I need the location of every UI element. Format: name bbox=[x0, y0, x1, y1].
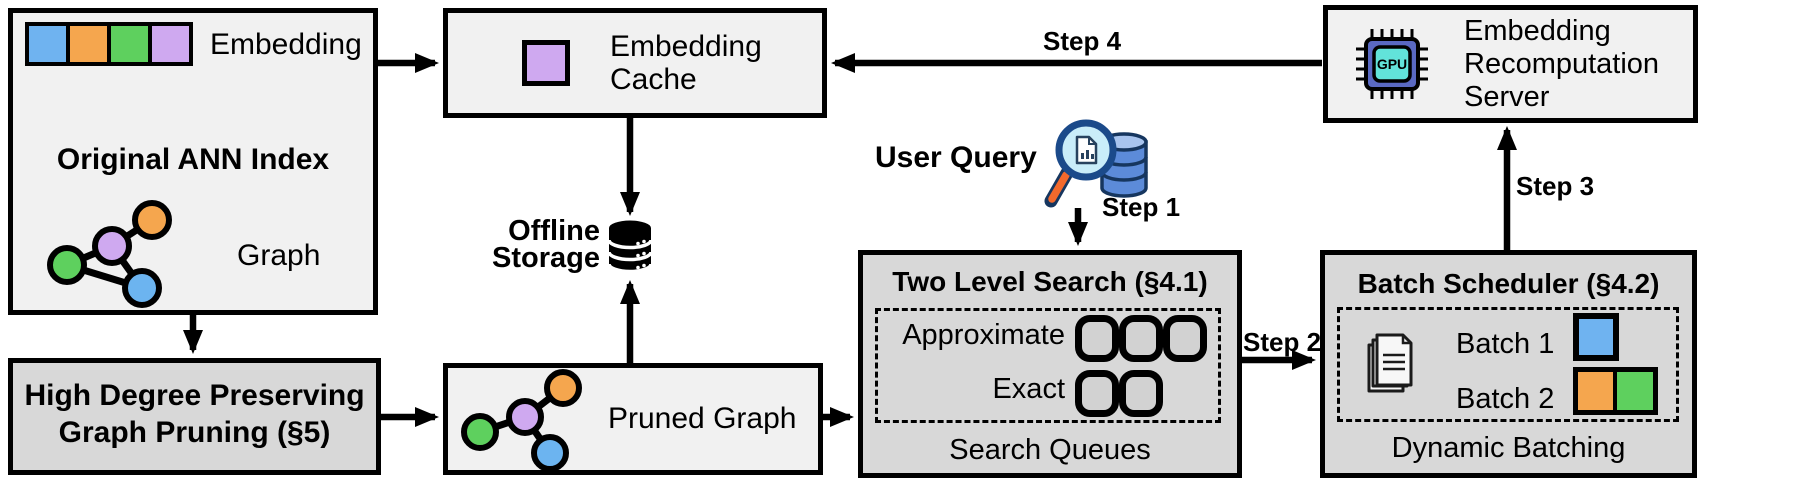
documents-icon bbox=[1367, 333, 1413, 393]
dynamic-batching-caption: Dynamic Batching bbox=[1391, 432, 1626, 464]
embedding-cell-green bbox=[111, 26, 148, 62]
queue-slot-icon bbox=[1163, 315, 1207, 362]
original-ann-index-title: Original ANN Index bbox=[56, 143, 330, 176]
queue-slot-icon bbox=[1075, 370, 1119, 417]
batch1-embedding-icon bbox=[1573, 313, 1619, 361]
batch-scheduler-box: Batch Scheduler (§4.2) Batch 1 Batch 2 D… bbox=[1320, 250, 1697, 478]
pruning-title-line2: Graph Pruning (§5) bbox=[58, 416, 331, 449]
two-level-search-title: Two Level Search (§4.1) bbox=[892, 266, 1208, 297]
step2-label: Step 2 bbox=[1243, 327, 1322, 357]
embedding-cache-box: Embedding Cache bbox=[443, 8, 827, 118]
embedding-cache-line1: Embedding bbox=[610, 30, 762, 63]
pruned-graph-icon bbox=[461, 369, 582, 472]
database-icon bbox=[607, 220, 653, 274]
exact-label: Exact bbox=[992, 373, 1065, 405]
queue-slot-icon bbox=[1119, 315, 1163, 362]
approximate-label: Approximate bbox=[902, 319, 1065, 351]
server-line2: Recomputation bbox=[1464, 47, 1660, 80]
batch1-label: Batch 1 bbox=[1456, 328, 1555, 360]
dynamic-batching-dashed-area bbox=[1337, 307, 1679, 422]
offline-storage-line1: Offline bbox=[508, 215, 600, 247]
pruned-graph-box: Pruned Graph bbox=[443, 363, 823, 475]
batch-scheduler-title: Batch Scheduler (§4.2) bbox=[1357, 268, 1660, 299]
queue-slot-icon bbox=[1119, 370, 1163, 417]
embedding-vector-icon bbox=[25, 22, 193, 66]
original-ann-index-box: Embedding Original ANN Index Graph bbox=[8, 8, 378, 315]
two-level-search-box: Two Level Search (§4.1) Approximate Exac… bbox=[858, 250, 1242, 478]
gpu-chip-icon: GPU bbox=[1356, 29, 1428, 99]
user-query-icon bbox=[1044, 119, 1148, 208]
graph-label: Graph bbox=[237, 239, 321, 272]
step4-label: Step 4 bbox=[1043, 26, 1122, 56]
user-query-label: User Query bbox=[875, 141, 1037, 174]
server-line1: Embedding bbox=[1464, 14, 1611, 47]
gpu-chip-label: GPU bbox=[1377, 56, 1407, 72]
pruned-graph-label: Pruned Graph bbox=[608, 402, 797, 435]
graph-icon bbox=[47, 200, 172, 308]
offline-storage-line2: Storage bbox=[492, 242, 600, 274]
embedding-cell-orange bbox=[70, 26, 107, 62]
embedding-label: Embedding bbox=[210, 28, 362, 61]
batch2-label: Batch 2 bbox=[1456, 383, 1555, 415]
search-queues-dashed-area bbox=[875, 308, 1221, 423]
queue-slot-icon bbox=[1075, 315, 1119, 362]
recomputation-server-box: GPU Embedding Recomputation Server bbox=[1323, 5, 1698, 123]
batch2-cell-orange bbox=[1578, 372, 1613, 410]
batch2-embedding-icons bbox=[1573, 367, 1658, 415]
offline-storage-label: Offline Storage bbox=[455, 215, 600, 274]
server-line3: Server bbox=[1464, 80, 1550, 113]
embedding-cell-purple bbox=[152, 26, 189, 62]
cached-embedding-icon bbox=[522, 40, 570, 86]
step3-label: Step 3 bbox=[1516, 171, 1595, 201]
embedding-cell-blue bbox=[29, 26, 66, 62]
approximate-queue-icons bbox=[1075, 315, 1207, 362]
embedding-cache-line2: Cache bbox=[610, 63, 697, 96]
pruning-title-line1: High Degree Preserving bbox=[24, 379, 365, 412]
graph-pruning-box: High Degree Preserving Graph Pruning (§5… bbox=[8, 358, 381, 475]
search-queues-caption: Search Queues bbox=[949, 434, 1151, 466]
exact-queue-icons bbox=[1075, 370, 1163, 417]
batch2-cell-green bbox=[1617, 372, 1653, 410]
